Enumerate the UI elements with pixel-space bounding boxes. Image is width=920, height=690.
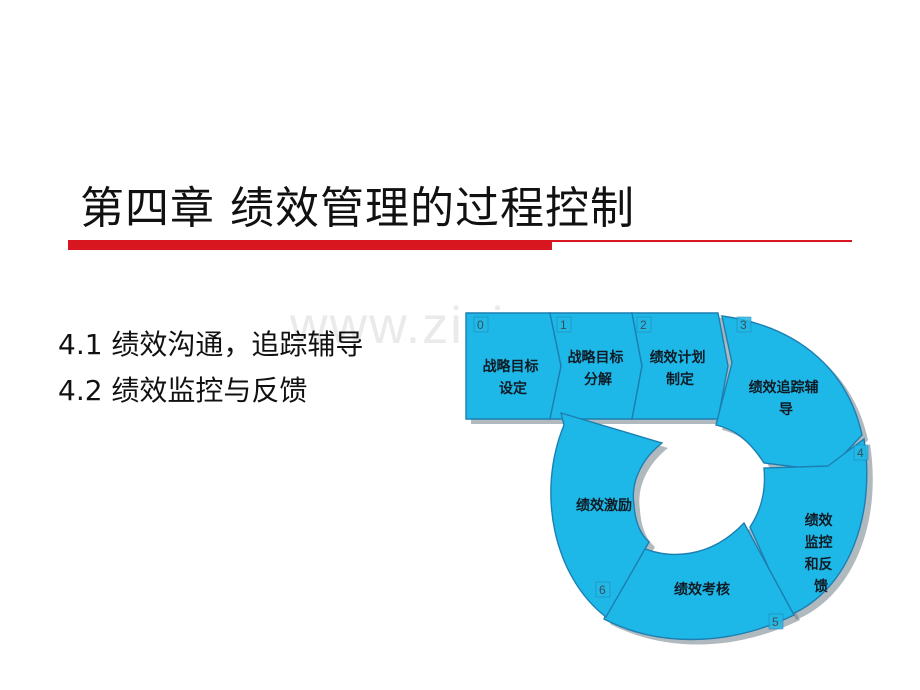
- step-number-3: 3: [740, 318, 747, 332]
- segment-3-shape: [715, 315, 863, 472]
- bullet-item-1: 4.1 绩效沟通，追踪辅导: [58, 328, 364, 361]
- step-number-4: 4: [857, 446, 864, 460]
- bullet-list: 4.1 绩效沟通，追踪辅导 4.2 绩效监控与反馈: [58, 322, 363, 414]
- step-label-6: 绩效激励: [576, 497, 632, 514]
- segment-5-shape: [603, 521, 795, 641]
- step-label-5: 绩效考核: [674, 581, 730, 598]
- step-label-4: 绩效 监控 和反 馈: [805, 512, 838, 595]
- step-number-1: 1: [560, 318, 567, 332]
- step-number-6: 6: [599, 583, 606, 597]
- step-label-2: 绩效计划 制定: [650, 349, 711, 388]
- bullet-item-2: 4.2 绩效监控与反馈: [58, 374, 308, 407]
- title-underline-thick: [68, 240, 552, 250]
- step-number-0: 0: [477, 318, 484, 332]
- step-label-1: 战略目标 分解: [568, 349, 629, 388]
- slide-title: 第四章 绩效管理的过程控制: [80, 183, 635, 234]
- step-number-5: 5: [772, 615, 779, 629]
- step-number-badges: 0 1 2 3 4 5 6: [473, 316, 869, 630]
- segment-6-shape: [550, 411, 664, 619]
- step-label-3: 绩效追踪辅 导: [749, 379, 824, 418]
- segment-4-shape: [749, 437, 868, 616]
- cycle-segments: [465, 312, 868, 641]
- step-number-2: 2: [640, 318, 647, 332]
- step-label-0: 战略目标 设定: [483, 358, 544, 397]
- step-labels: 战略目标 设定 战略目标 分解 绩效计划 制定 绩效追踪辅 导 绩效 监控 和反…: [483, 349, 838, 598]
